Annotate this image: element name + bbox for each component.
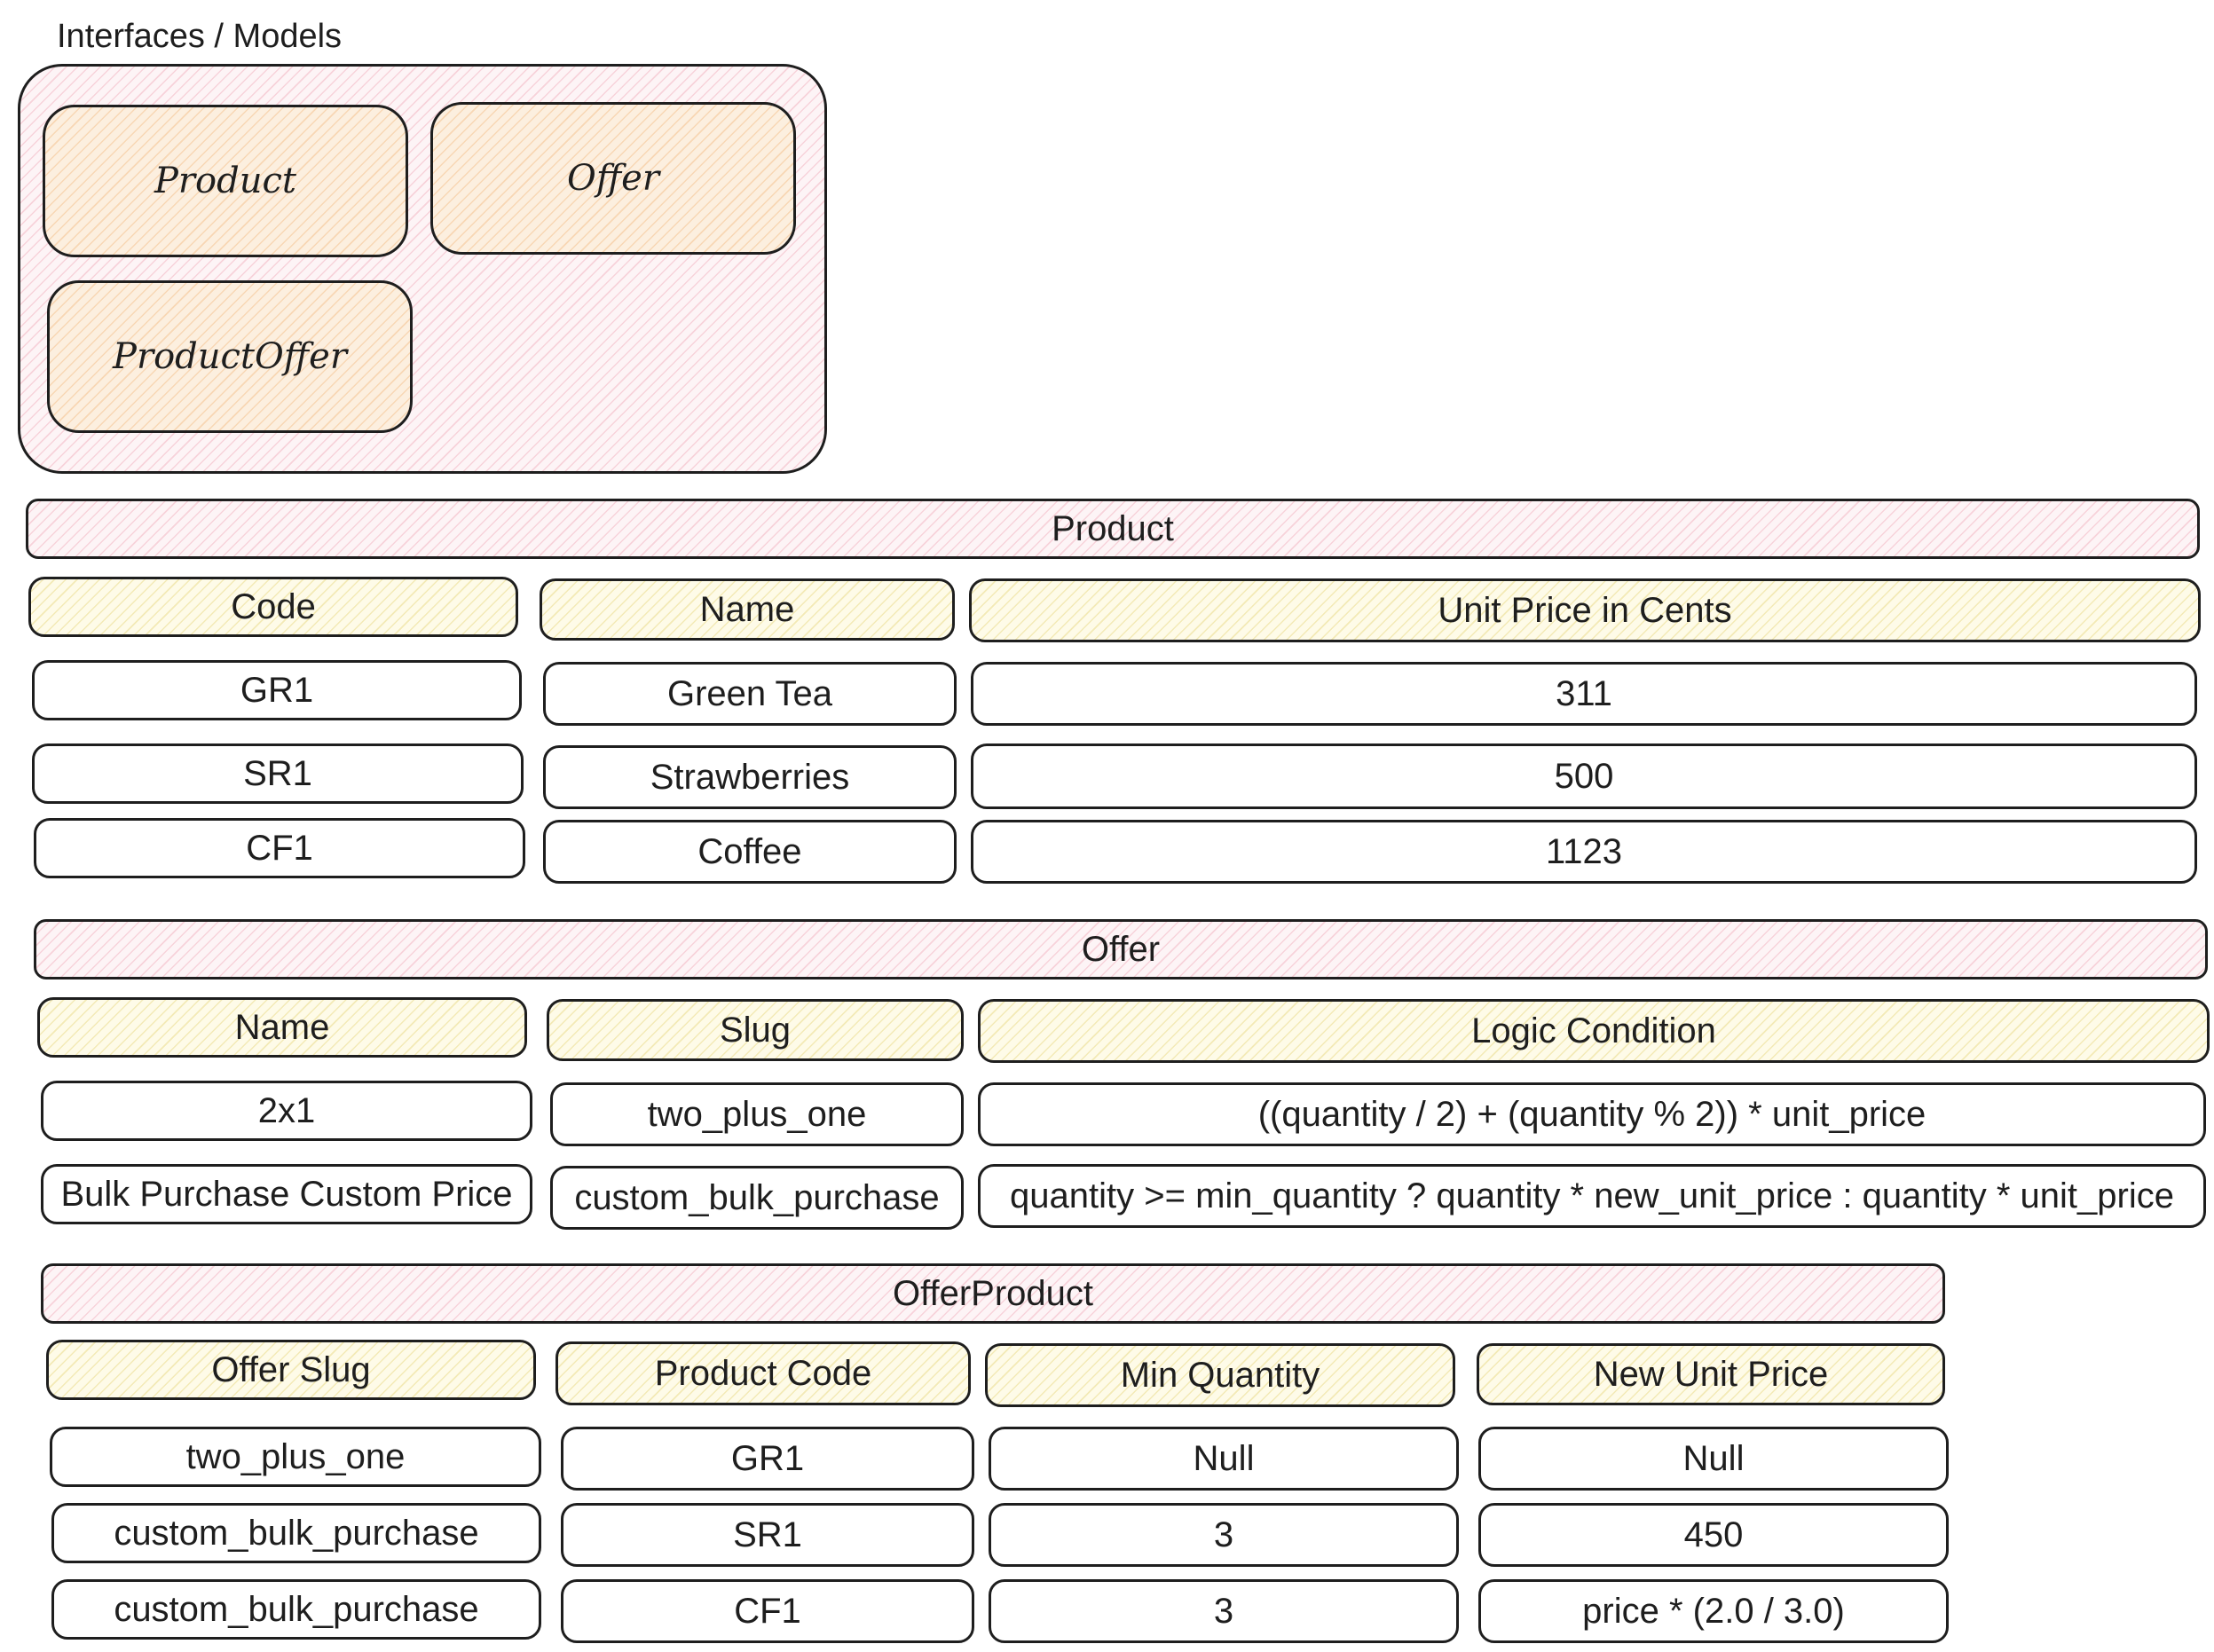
product-cell-unit-price: 1123 [971,820,2197,884]
product-cell-name: Strawberries [543,745,957,809]
offer-product-cell-min-quantity: Null [989,1427,1459,1491]
offer-product-cell-min-quantity: 3 [989,1503,1459,1567]
offer-product-header-offer-slug: Offer Slug [46,1340,536,1400]
offer-product-cell-product-code: GR1 [561,1427,974,1491]
product-header-name: Name [540,578,955,641]
offer-cell-logic-condition: quantity >= min_quantity ? quantity * ne… [978,1164,2206,1228]
model-product[interactable]: Product [43,105,408,257]
offer-cell-slug: custom_bulk_purchase [550,1166,964,1230]
offer-table-title: Offer [34,919,2208,979]
offer-product-cell-offer-slug: custom_bulk_purchase [51,1579,541,1640]
offer-product-table-title: OfferProduct [41,1263,1945,1324]
offer-cell-name: Bulk Purchase Custom Price [41,1164,532,1224]
product-cell-code: SR1 [32,743,524,804]
model-offer[interactable]: Offer [430,102,796,255]
offer-product-cell-product-code: SR1 [561,1503,974,1567]
offer-product-cell-new-unit-price: Null [1478,1427,1949,1491]
product-table-title: Product [26,499,2200,559]
product-cell-code: CF1 [34,818,525,878]
offer-header-slug: Slug [547,999,964,1061]
offer-product-header-product-code: Product Code [555,1341,971,1405]
offer-product-cell-new-unit-price: 450 [1478,1503,1949,1567]
interfaces-title: Interfaces / Models [57,18,343,55]
offer-product-header-min-quantity: Min Quantity [985,1343,1455,1407]
offer-product-cell-offer-slug: two_plus_one [50,1427,541,1487]
offer-header-logic-condition: Logic Condition [978,999,2210,1063]
offer-header-name: Name [37,997,527,1058]
product-cell-name: Coffee [543,820,957,884]
offer-cell-logic-condition: ((quantity / 2) + (quantity % 2)) * unit… [978,1082,2206,1146]
offer-product-cell-new-unit-price: price * (2.0 / 3.0) [1478,1579,1949,1643]
offer-cell-name: 2x1 [41,1081,532,1141]
offer-product-cell-product-code: CF1 [561,1579,974,1643]
product-cell-name: Green Tea [543,662,957,726]
model-product-offer[interactable]: ProductOffer [47,280,413,433]
offer-product-cell-offer-slug: custom_bulk_purchase [51,1503,541,1563]
product-cell-code: GR1 [32,660,522,720]
product-cell-unit-price: 500 [971,743,2197,809]
offer-cell-slug: two_plus_one [550,1082,964,1146]
product-header-code: Code [28,577,518,637]
product-header-unit-price: Unit Price in Cents [969,578,2201,642]
product-cell-unit-price: 311 [971,662,2197,726]
offer-product-header-new-unit-price: New Unit Price [1477,1343,1945,1405]
offer-product-cell-min-quantity: 3 [989,1579,1459,1643]
